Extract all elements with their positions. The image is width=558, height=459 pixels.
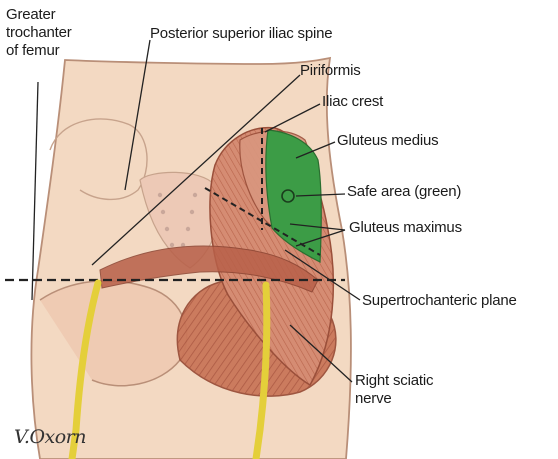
- artist-signature: V.Oxorn: [14, 426, 86, 448]
- label-greater-trochanter-line1: Greater: [6, 6, 72, 24]
- label-sciatic-nerve-line2: nerve: [355, 390, 433, 408]
- label-gluteus-maximus: Gluteus maximus: [349, 219, 462, 237]
- label-sciatic-nerve-line1: Right sciatic: [355, 372, 433, 390]
- label-sciatic-nerve: Right sciatic nerve: [355, 372, 433, 408]
- label-psis: Posterior superior iliac spine: [150, 25, 332, 43]
- label-iliac-crest: Iliac crest: [322, 93, 383, 111]
- label-greater-trochanter-line3: of femur: [6, 42, 72, 60]
- label-gluteus-medius: Gluteus medius: [337, 132, 438, 150]
- label-supertrochanteric-plane: Supertrochanteric plane: [362, 292, 517, 310]
- label-greater-trochanter-line2: trochanter: [6, 24, 72, 42]
- label-safe-area: Safe area (green): [347, 183, 461, 201]
- label-greater-trochanter: Greater trochanter of femur: [6, 6, 72, 60]
- leader-greater-trochanter: [32, 82, 38, 300]
- label-piriformis: Piriformis: [300, 62, 361, 80]
